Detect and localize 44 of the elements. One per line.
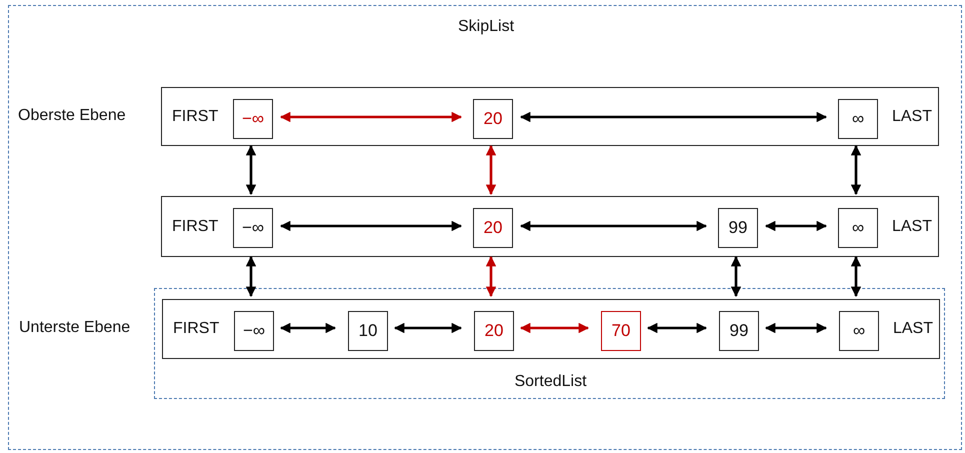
- frame-title: SkipList: [456, 18, 516, 36]
- node-box: 20: [473, 99, 513, 139]
- node-box: 99: [718, 208, 758, 248]
- arrow: [850, 144, 862, 196]
- node-box: 20: [474, 311, 514, 351]
- node-box: 10: [348, 311, 388, 351]
- arrow: [486, 256, 496, 298]
- level-label: Oberste Ebene: [18, 106, 126, 124]
- arrow: [764, 220, 828, 232]
- level-band: [161, 196, 939, 257]
- arrow: [280, 220, 462, 232]
- dashed-frame: [8, 5, 962, 450]
- arrow: [764, 322, 828, 334]
- level-label: Unterste Ebene: [19, 319, 130, 337]
- end-label: LAST: [892, 320, 933, 338]
- arrow: [646, 322, 708, 334]
- node-box: ∞: [838, 208, 878, 248]
- end-label: LAST: [892, 108, 932, 126]
- node-box: ∞: [839, 311, 879, 351]
- node-box: 20: [473, 208, 513, 248]
- start-label: FIRST: [172, 218, 218, 236]
- start-label: FIRST: [173, 320, 220, 338]
- node-box: −∞: [234, 311, 274, 351]
- arrow: [280, 322, 336, 334]
- level-band: [161, 87, 939, 146]
- arrow: [246, 256, 256, 298]
- node-box: 99: [719, 311, 759, 351]
- node-box: −∞: [233, 99, 273, 139]
- arrow: [520, 322, 590, 334]
- start-label: FIRST: [172, 108, 218, 126]
- arrow: [246, 144, 256, 196]
- arrow: [280, 112, 462, 122]
- level-band: [162, 299, 940, 359]
- node-box: 70: [601, 311, 641, 351]
- arrow: [850, 256, 862, 298]
- node-box: ∞: [838, 99, 878, 139]
- arrow: [486, 144, 496, 196]
- end-label: LAST: [892, 218, 932, 236]
- frame-title: SortedList: [513, 373, 588, 391]
- arrow: [730, 256, 742, 298]
- arrow: [520, 220, 708, 232]
- arrow: [394, 322, 462, 334]
- node-box: −∞: [233, 208, 273, 248]
- arrow: [520, 112, 828, 122]
